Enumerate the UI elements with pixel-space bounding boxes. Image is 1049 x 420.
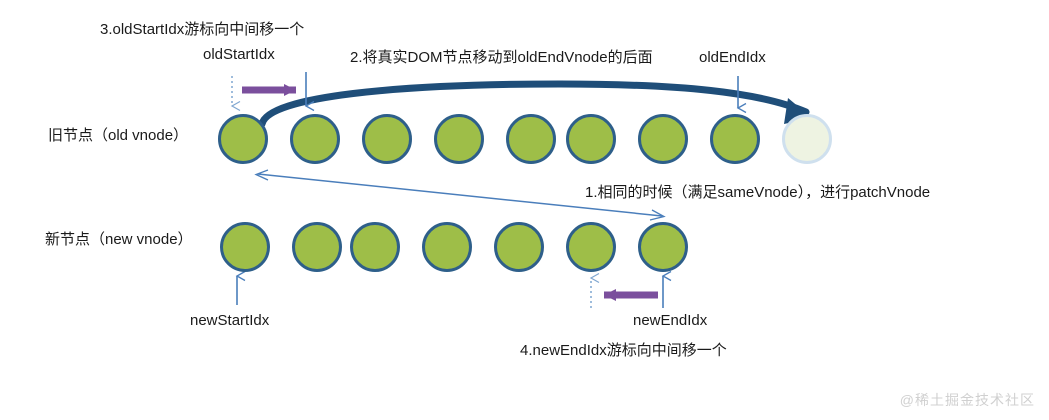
annotation-step1: 1.相同的时候（满足sameVnode），进行patchVnode [585,184,931,201]
old-vnode-circle-6 [566,114,616,164]
annotation-step2: 2.将真实DOM节点移动到oldEndVnode的后面 [350,49,653,66]
new-vnode-circle-4 [422,222,472,272]
annotation-step4: 4.newEndIdx游标向中间移一个 [520,342,727,359]
new-vnode-circle-6 [566,222,616,272]
old-vnode-circle-8 [710,114,760,164]
label-new-start-idx: newStartIdx [190,312,270,329]
old-vnode-circle-9 [782,114,832,164]
new-vnode-circle-3 [350,222,400,272]
label-old-start-idx: oldStartIdx [203,46,275,63]
annotation-step3: 3.oldStartIdx游标向中间移一个 [100,21,305,38]
label-old-end-idx: oldEndIdx [699,49,766,66]
old-vnode-circle-1 [218,114,268,164]
site-watermark: @稀土掘金技术社区 [899,392,1035,408]
old-vnode-circle-7 [638,114,688,164]
old-vnode-circle-3 [362,114,412,164]
label-new-end-idx: newEndIdx [633,312,708,329]
old-vnode-circle-2 [290,114,340,164]
new-vnode-circle-1 [220,222,270,272]
new-vnode-circle-7 [638,222,688,272]
row-label-new-vnode: 新节点（new vnode） [45,231,193,248]
new-vnode-circle-5 [494,222,544,272]
old-vnode-circle-5 [506,114,556,164]
row-label-old-vnode: 旧节点（old vnode） [48,127,189,144]
new-vnode-circle-2 [292,222,342,272]
old-vnode-circle-4 [434,114,484,164]
